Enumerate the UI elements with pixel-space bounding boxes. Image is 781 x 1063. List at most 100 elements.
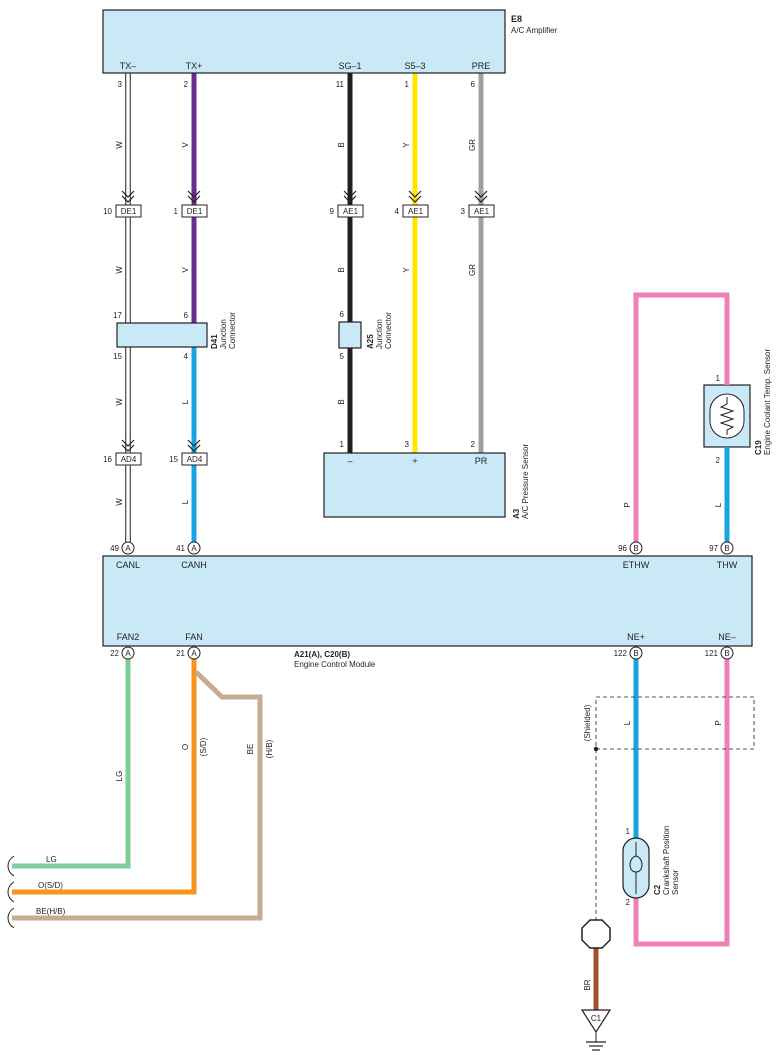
label-p-ethw: P (623, 502, 632, 507)
e8-pin-txp: 2 (184, 80, 189, 89)
svg-text:A25: A25 (366, 334, 375, 349)
svg-text:C1: C1 (591, 1014, 602, 1023)
svg-text:+: + (412, 456, 417, 466)
wire-fan-hb (12, 670, 263, 921)
label-w1: W (115, 141, 124, 149)
ground-c1: C1 (580, 1009, 612, 1051)
a25-junction-connector: 6 5 A25 Junction Connector (338, 310, 393, 361)
ecm-ref: A21(A), C20(B) (294, 650, 350, 659)
svg-text:AD4: AD4 (187, 455, 203, 464)
ecm-terminal-thw: B 97 THW (709, 541, 738, 570)
e8-ref: E8 (511, 14, 522, 24)
svg-text:22: 22 (110, 649, 119, 658)
connector-chevrons-ad4 (121, 439, 201, 452)
svg-text:6: 6 (184, 311, 189, 320)
label-hb: (H/B) (265, 739, 274, 758)
svg-text:4: 4 (184, 352, 189, 361)
e8-terminal-labels: TX– TX+ SG–1 S5–3 PRE (120, 61, 491, 71)
label-lg: LG (115, 771, 124, 782)
svg-text:Junction: Junction (375, 319, 384, 349)
svg-text:NE–: NE– (718, 632, 736, 642)
svg-text:B: B (633, 544, 638, 553)
left-wire-be: BE(H/B) (36, 907, 66, 916)
label-v2: V (181, 267, 190, 273)
svg-text:Sensor: Sensor (671, 869, 680, 895)
svg-text:41: 41 (176, 544, 185, 553)
svg-text:16: 16 (103, 455, 112, 464)
inline-connector-ae1-1: AE1 9 (330, 204, 364, 218)
svg-text:Junction: Junction (219, 319, 228, 349)
inline-connector-ae1-3: AE1 3 (461, 204, 495, 218)
ecm-name: Engine Control Module (294, 660, 376, 669)
svg-text:Engine Coolant Temp. Sensor: Engine Coolant Temp. Sensor (763, 349, 772, 455)
ecm-terminal-canl: A 49 CANL (110, 541, 140, 570)
svg-text:10: 10 (103, 207, 112, 216)
svg-text:CANL: CANL (116, 560, 140, 570)
svg-text:121: 121 (705, 649, 719, 658)
svg-text:4: 4 (395, 207, 400, 216)
svg-text:1: 1 (626, 827, 631, 836)
shield-ground-octagon (581, 919, 611, 949)
svg-text:1: 1 (716, 374, 721, 383)
svg-text:3: 3 (405, 440, 410, 449)
e8-term-sg1: SG–1 (338, 61, 361, 71)
ecm-top-terminals: A 49 CANL A 41 CANH B 96 ETHW B 97 THW (110, 541, 738, 570)
svg-text:Connector: Connector (228, 312, 237, 349)
wire-ethw (633, 292, 730, 545)
label-w2: W (115, 266, 124, 274)
svg-text:97: 97 (709, 544, 718, 553)
label-l-thw: L (714, 502, 723, 507)
ecm-terminal-fan2: FAN2 A 22 (110, 632, 139, 660)
label-v1: V (181, 142, 190, 148)
svg-text:B: B (724, 544, 729, 553)
inline-connector-ad4-2: AD4 15 (169, 452, 208, 466)
label-l-ne: L (623, 720, 632, 725)
e8-term-txm: TX– (120, 61, 137, 71)
e8-term-pre: PRE (472, 61, 491, 71)
e8-term-s53: S5–3 (404, 61, 425, 71)
e8-name: A/C Amplifier (511, 26, 558, 35)
left-wire-lg: LG (46, 855, 57, 864)
svg-text:17: 17 (113, 311, 122, 320)
svg-text:9: 9 (330, 207, 335, 216)
svg-text:5: 5 (340, 352, 345, 361)
svg-text:122: 122 (614, 649, 628, 658)
svg-text:D41: D41 (210, 334, 219, 349)
label-y2: Y (402, 267, 411, 273)
label-b2: B (337, 267, 346, 272)
label-gr2: GR (468, 264, 477, 276)
label-y1: Y (402, 142, 411, 148)
svg-text:2: 2 (716, 456, 721, 465)
svg-text:3: 3 (461, 207, 466, 216)
label-be: BE (246, 744, 255, 755)
svg-text:A: A (125, 544, 131, 553)
left-wire-breaks (7, 855, 15, 929)
shield-box (595, 696, 755, 750)
e8-pin-sg1: 11 (336, 80, 345, 89)
label-sd: (S/D) (199, 737, 208, 756)
svg-text:15: 15 (169, 455, 178, 464)
e8-pin-numbers: 3 2 11 1 6 (118, 80, 476, 89)
e8-amplifier-box (102, 9, 506, 74)
connector-chevrons-upper (121, 190, 488, 203)
svg-text:1: 1 (340, 440, 345, 449)
label-l3: L (181, 399, 190, 404)
svg-text:DE1: DE1 (121, 207, 137, 216)
shielded-label: (Shielded) (583, 704, 592, 741)
svg-text:NE+: NE+ (627, 632, 645, 642)
svg-text:PR: PR (475, 456, 488, 466)
e8-pin-s53: 1 (405, 80, 410, 89)
a3-pressure-sensor: 1 3 2 – + PR A3 A/C Pressure Sensor (323, 440, 530, 519)
ecm-terminal-ne-plus: NE+ B 122 (614, 632, 645, 660)
e8-term-txp: TX+ (186, 61, 203, 71)
svg-text:6: 6 (340, 310, 345, 319)
ecm-terminal-canh: A 41 CANH (176, 541, 207, 570)
svg-text:ETHW: ETHW (623, 560, 650, 570)
svg-text:96: 96 (618, 544, 627, 553)
svg-text:AE1: AE1 (408, 207, 424, 216)
svg-text:AE1: AE1 (343, 207, 359, 216)
shield-junction (593, 746, 599, 752)
svg-text:2: 2 (626, 898, 631, 907)
c2-crankshaft-sensor: 1 2 C2 Crankshaft Position Sensor (622, 826, 680, 907)
